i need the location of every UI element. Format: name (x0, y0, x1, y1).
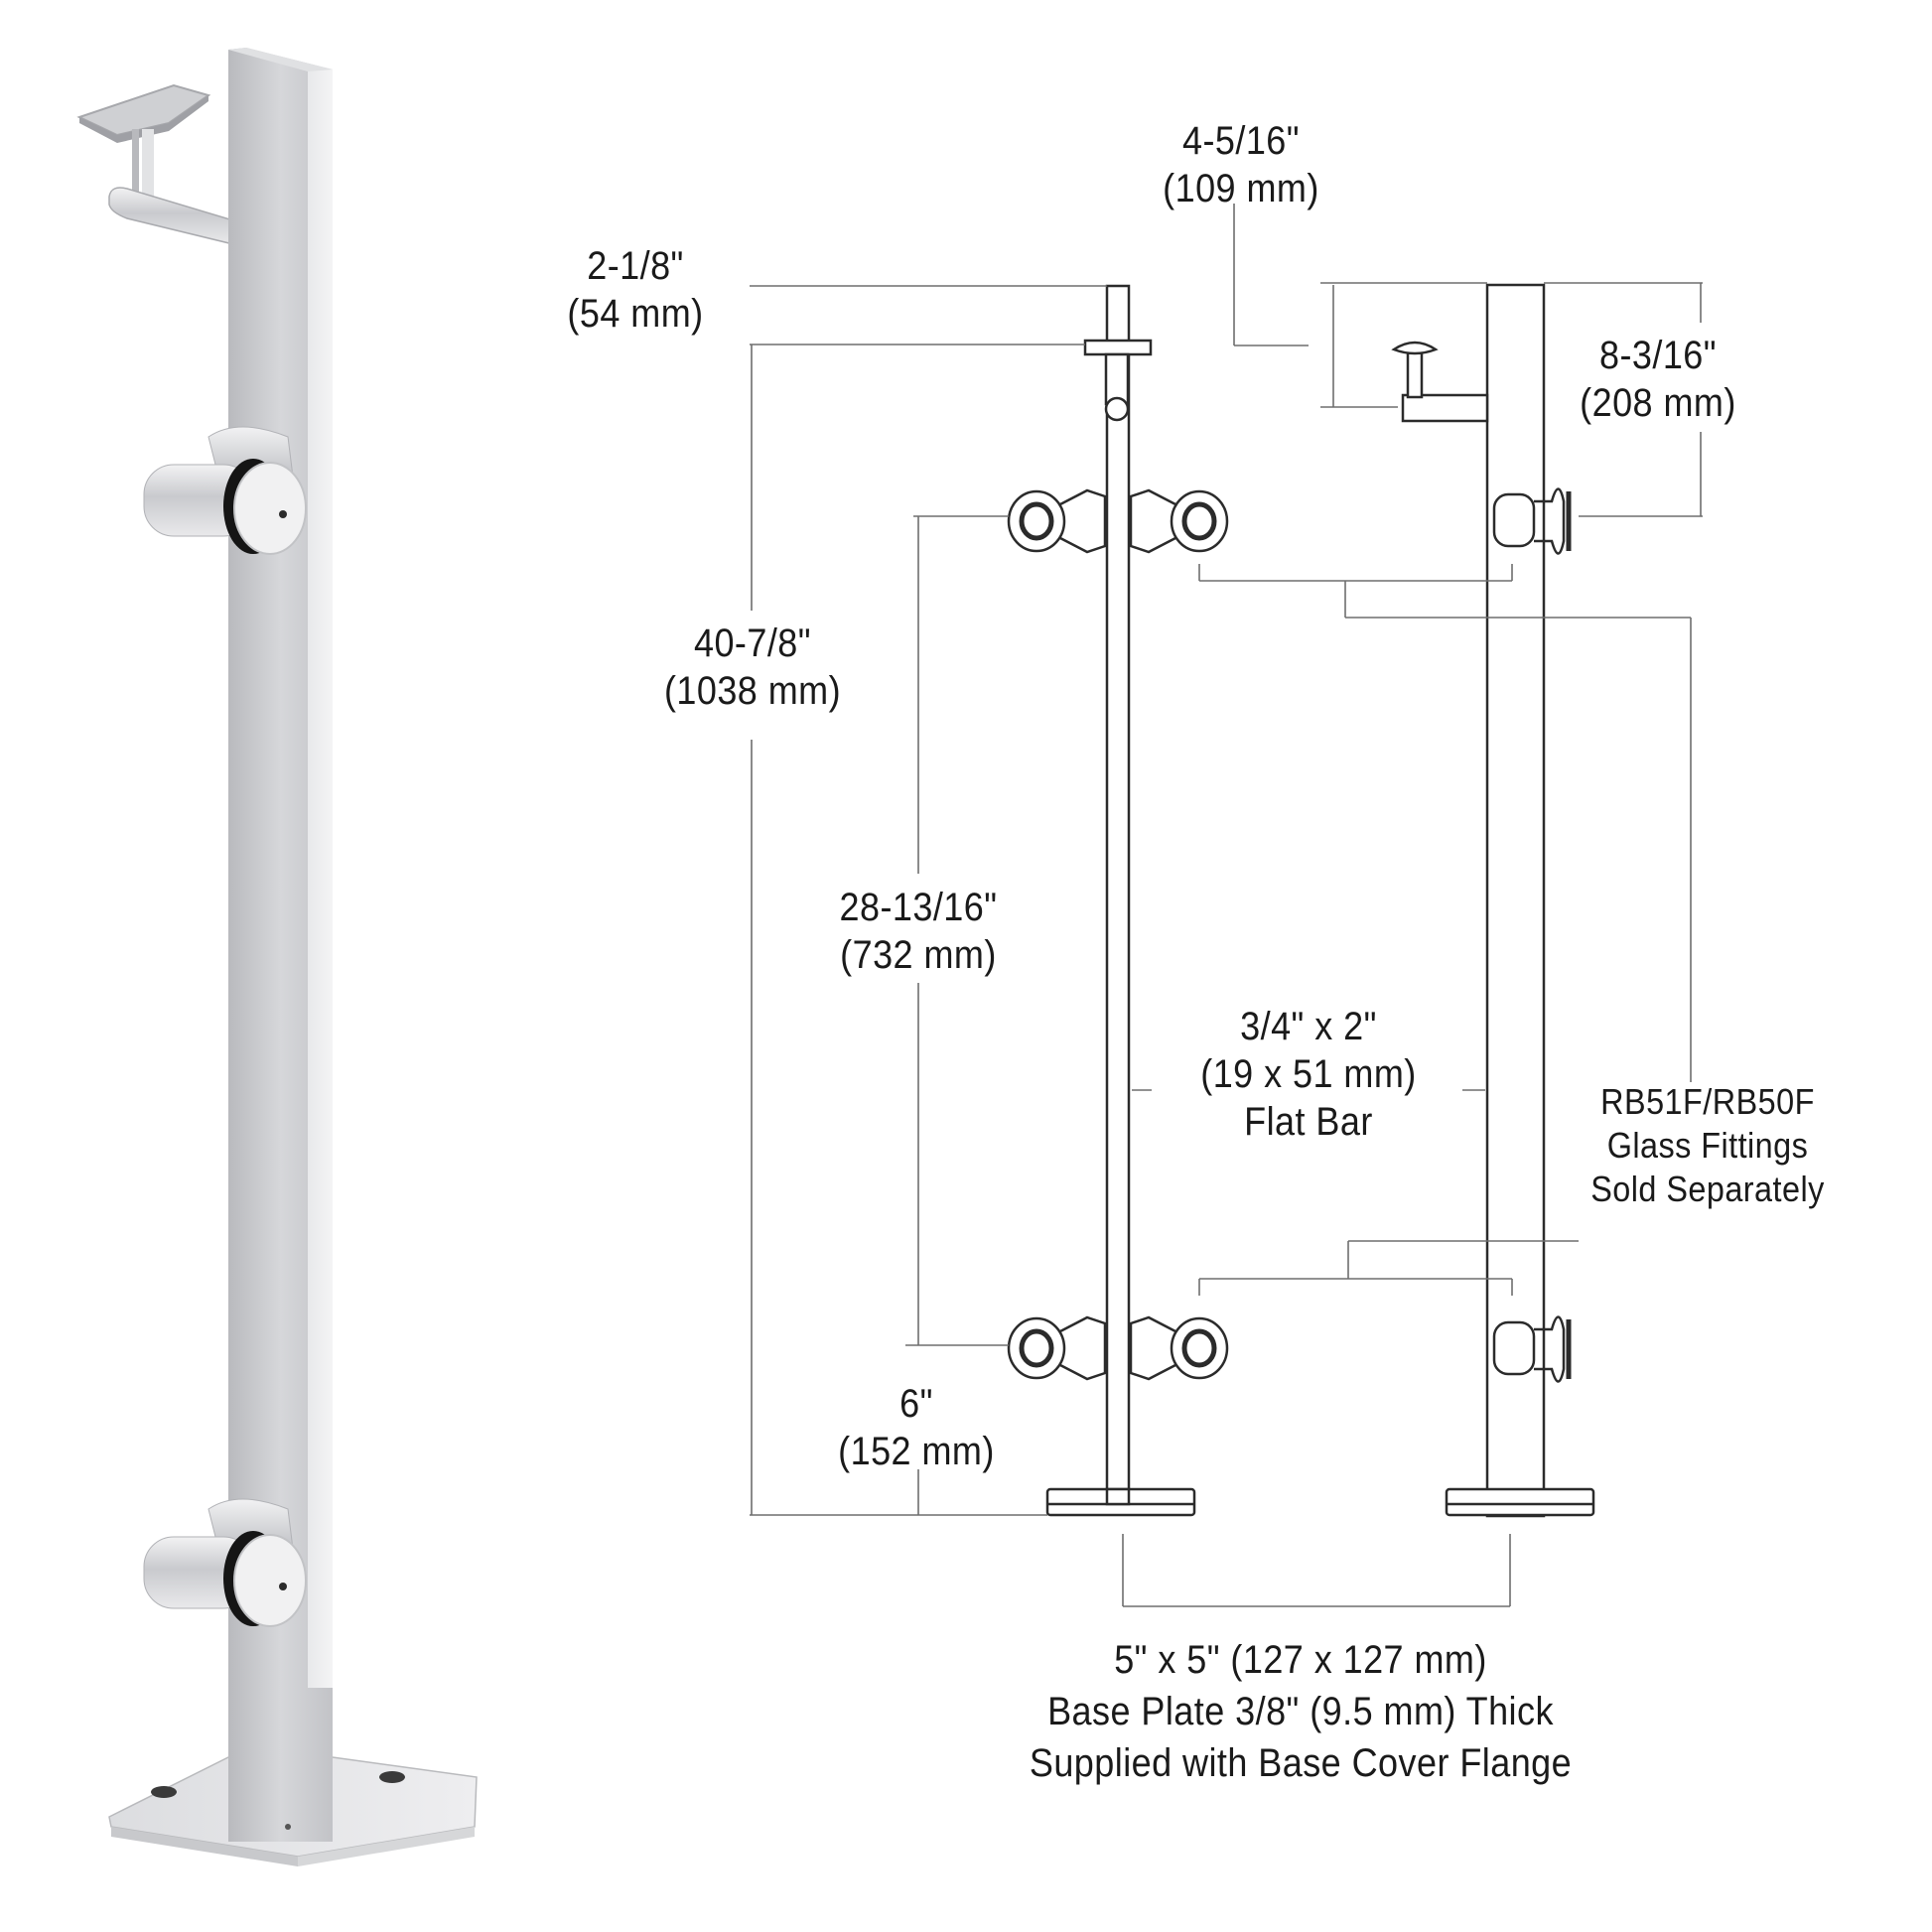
dim-metric: (54 mm) (567, 292, 704, 336)
front-view-clamps-lower (1007, 1315, 1229, 1381)
dim-handrail-offset: 4-5/16" (109 mm) (1143, 117, 1339, 212)
dim-bottom-clamp: 6" (152 mm) (832, 1380, 1002, 1475)
fittings-note: RB51F/RB50F Glass Fittings Sold Separate… (1579, 1080, 1838, 1211)
dim-name: Flat Bar (1244, 1100, 1373, 1144)
side-view-post (1391, 283, 1595, 1518)
front-view-flat-bar (1045, 284, 1196, 1517)
dim-metric: (19 x 51 mm) (1200, 1052, 1417, 1096)
dim-metric: (208 mm) (1580, 381, 1736, 425)
note-line-1: 5" x 5" (127 x 127 mm) (1114, 1638, 1487, 1682)
dim-top-to-saddle: 2-1/8" (54 mm) (551, 242, 721, 338)
front-view-clamps-upper (1007, 488, 1229, 554)
base-plate-photo (108, 1688, 478, 1866)
note-line-2: Base Plate 3/8" (9.5 mm) Thick (1047, 1690, 1554, 1733)
dim-imperial: 2-1/8" (587, 244, 684, 288)
glass-clamp-upper-photo (143, 426, 307, 555)
dim-metric: (152 mm) (838, 1430, 995, 1473)
dim-metric: (732 mm) (840, 933, 997, 977)
note-line-2: Glass Fittings (1606, 1125, 1809, 1166)
dim-metric: (1038 mm) (663, 669, 842, 713)
dim-bracket-height: 8-3/16" (208 mm) (1565, 332, 1752, 427)
dim-imperial: 8-3/16" (1598, 334, 1718, 377)
dim-imperial: 28-13/16" (839, 886, 998, 929)
note-line-1: RB51F/RB50F (1600, 1081, 1815, 1122)
dim-imperial: 6" (899, 1382, 933, 1426)
dim-imperial: 40-7/8" (693, 621, 812, 665)
post-photo (76, 48, 478, 1866)
handrail-bracket-photo (76, 83, 234, 245)
note-line-3: Sold Separately (1590, 1169, 1825, 1209)
side-view-clamps (1492, 487, 1572, 1383)
dim-metric: (109 mm) (1163, 167, 1319, 210)
dimension-lines (750, 204, 1703, 1607)
dim-overall-height: 40-7/8" (1038 mm) (647, 620, 858, 715)
dim-imperial: 3/4" x 2" (1240, 1005, 1377, 1048)
dim-flat-bar: 3/4" x 2" (19 x 51 mm) Flat Bar (1174, 1003, 1443, 1146)
dim-clamp-spacing: 28-13/16" (732 mm) (817, 884, 1019, 979)
dim-imperial: 4-5/16" (1181, 119, 1301, 163)
note-line-3: Supplied with Base Cover Flange (1029, 1741, 1573, 1785)
glass-clamp-lower-photo (143, 1498, 307, 1627)
base-plate-note: 5" x 5" (127 x 127 mm) Base Plate 3/8" (… (988, 1634, 1613, 1789)
